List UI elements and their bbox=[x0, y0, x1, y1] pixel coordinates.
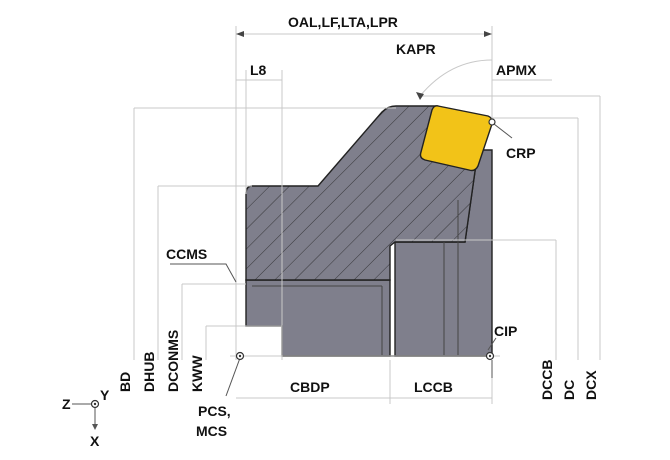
label-pcs: PCS, bbox=[198, 403, 231, 419]
reference-points bbox=[235, 118, 496, 361]
dimension-arrows bbox=[236, 31, 492, 100]
labels: OAL,LF,LTA,LPR KAPR L8 APMX CRP CCMS CIP… bbox=[62, 14, 599, 449]
label-cip: CIP bbox=[494, 323, 517, 339]
label-dconms: DCONMS bbox=[165, 330, 181, 392]
label-ccms: CCMS bbox=[166, 246, 207, 262]
label-lccb: LCCB bbox=[414, 379, 453, 395]
label-l8: L8 bbox=[250, 62, 267, 78]
label-axis-y: Y bbox=[100, 387, 110, 403]
label-axis-x: X bbox=[90, 433, 100, 449]
label-dccb: DCCB bbox=[539, 360, 555, 400]
label-axis-z: Z bbox=[62, 396, 71, 412]
label-kww: KWW bbox=[189, 355, 205, 392]
leaders bbox=[170, 123, 513, 397]
label-dhub: DHUB bbox=[141, 352, 157, 392]
label-dc: DC bbox=[561, 380, 577, 400]
label-cbdp: CBDP bbox=[290, 379, 330, 395]
crp-point-icon bbox=[488, 118, 496, 126]
label-oal: OAL,LF,LTA,LPR bbox=[288, 14, 398, 30]
tool-bore-region bbox=[245, 279, 391, 357]
label-bd: BD bbox=[117, 372, 133, 392]
label-kapr: KAPR bbox=[396, 41, 436, 57]
label-apmx: APMX bbox=[496, 62, 537, 78]
label-dcx: DCX bbox=[583, 370, 599, 400]
label-crp: CRP bbox=[506, 145, 536, 161]
dimension-lines bbox=[133, 26, 601, 404]
label-mcs: MCS bbox=[196, 423, 227, 439]
axis-symbol bbox=[72, 399, 100, 430]
